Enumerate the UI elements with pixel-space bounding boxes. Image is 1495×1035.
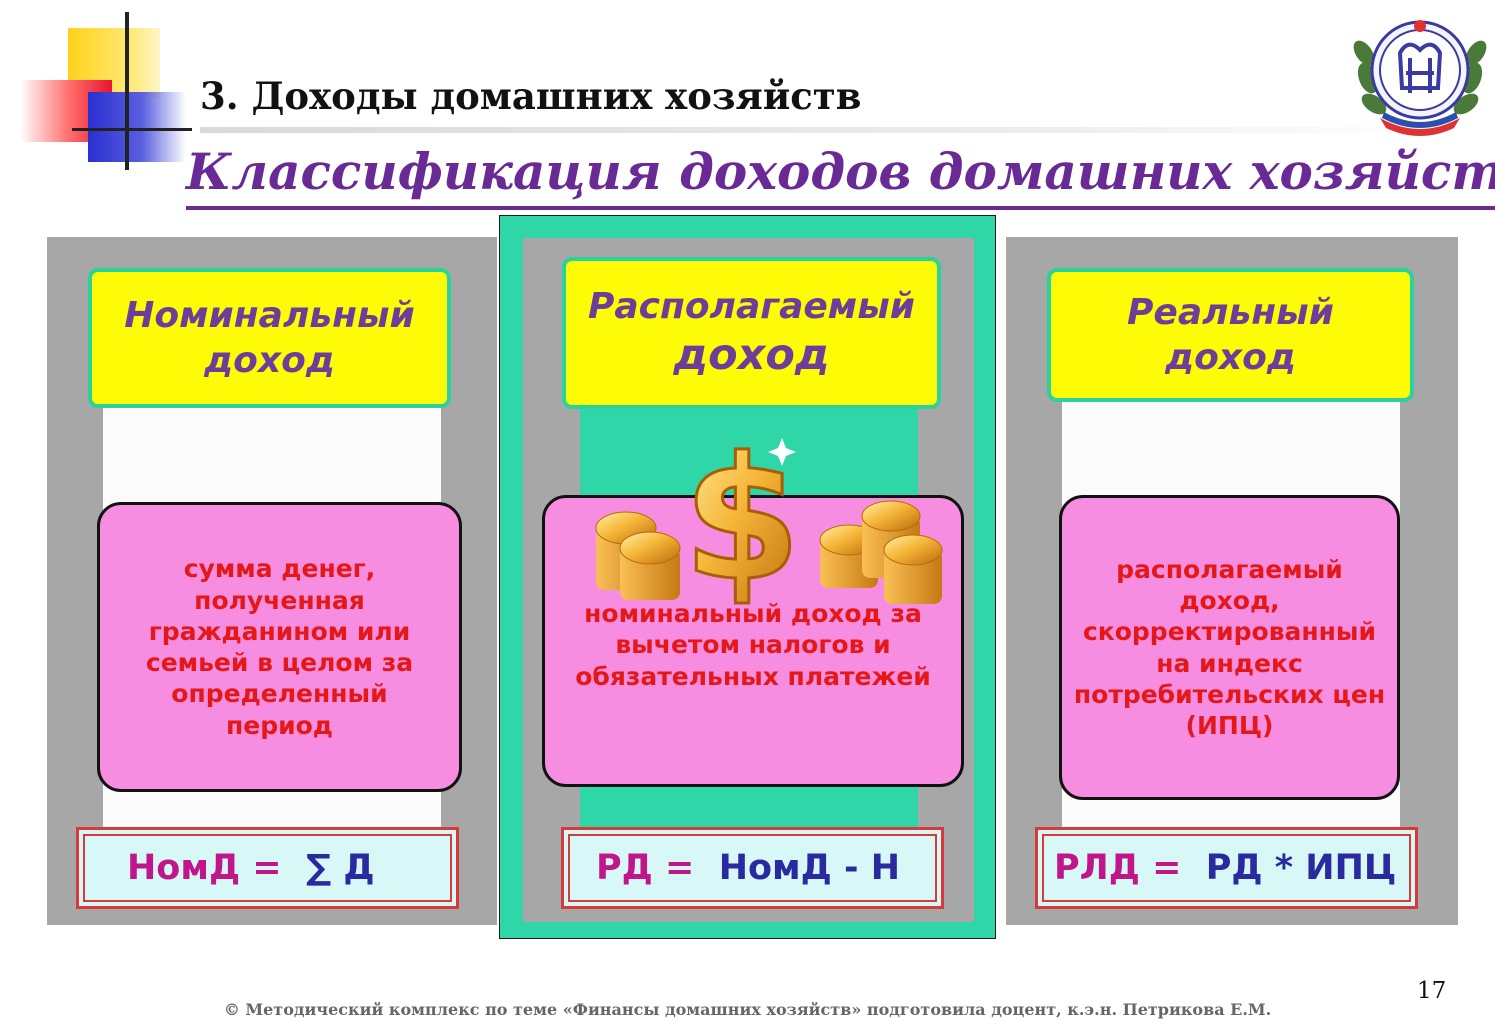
formula-real: РЛД = РД * ИПЦ xyxy=(1035,827,1418,909)
formula-nominal: НомД = ∑ Д xyxy=(76,827,459,909)
slide-subtitle: Классификация доходов домашних хозяйств xyxy=(186,138,1495,210)
formula-disposable-left: РД = xyxy=(596,848,695,888)
formula-real-right: РД * ИПЦ xyxy=(1205,848,1397,888)
decor-vertical-line xyxy=(125,12,129,170)
coin-stack-icon xyxy=(595,511,681,600)
formula-real-left: РЛД = xyxy=(1054,848,1182,888)
decor-blue-square xyxy=(88,92,186,162)
title-nominal-line2: доход xyxy=(204,340,335,381)
formula-disposable: РД = НомД - Н xyxy=(561,827,944,909)
decor-horizontal-line xyxy=(72,128,192,131)
definition-real: располагаемый доход, скорректированный н… xyxy=(1059,495,1400,800)
footer-copyright: © Методический комплекс по теме «Финансы… xyxy=(223,1000,1272,1019)
page-number: 17 xyxy=(1417,978,1447,1004)
formula-nominal-left: НомД = xyxy=(127,848,282,888)
coin-stack-icon xyxy=(819,500,943,604)
formula-nominal-right: ∑ Д xyxy=(306,848,375,888)
heading-divider xyxy=(200,127,1440,133)
money-illustration: $ xyxy=(595,420,943,614)
title-real-line2: доход xyxy=(1165,337,1296,378)
slide-heading: 3. Доходы домашних хозяйств xyxy=(200,74,862,118)
title-real-line1: Реальный xyxy=(1127,292,1334,333)
title-disposable-line2: доход xyxy=(673,329,830,380)
formula-disposable-right: НомД - Н xyxy=(718,848,901,888)
title-disposable-line1: Располагаемый xyxy=(587,285,915,327)
dollar-sign-icon: $ xyxy=(681,420,802,614)
title-nominal-line1: Номинальный xyxy=(124,295,415,336)
university-seal-icon xyxy=(1350,8,1490,138)
definition-nominal: сумма денег, полученная гражданином или … xyxy=(97,502,462,792)
